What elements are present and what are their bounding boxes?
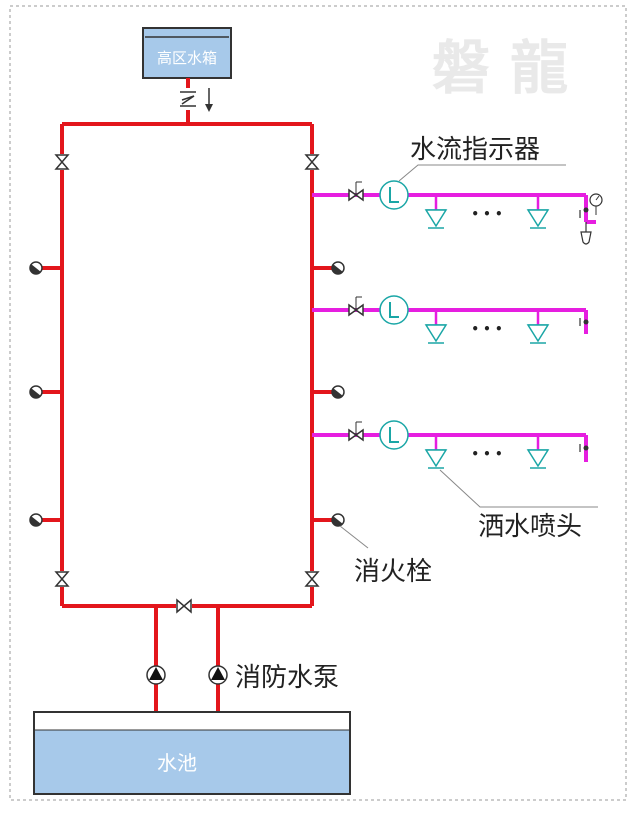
diagram-frame <box>9 5 627 801</box>
sprinkler-ellipsis: • • • <box>471 322 502 336</box>
gate-valve-icon <box>304 571 320 587</box>
water-pool <box>33 711 351 795</box>
hydrant-icon <box>331 385 345 399</box>
pump-icon <box>146 665 166 685</box>
sprinkler-head-icon <box>526 449 550 469</box>
hydrant-label: 消火栓 <box>354 557 432 587</box>
sprinkler-ellipsis: • • • <box>471 207 502 221</box>
sprinkler-ellipsis: • • • <box>471 447 502 461</box>
sprinkler-head-icon <box>424 324 448 344</box>
gate-valve-icon <box>176 598 192 614</box>
water-pool-label: 水池 <box>157 751 197 775</box>
pump-label: 消防水泵 <box>235 663 339 693</box>
sprinkler-head-icon <box>526 324 550 344</box>
roof-tank-label: 高区水箱 <box>157 49 217 67</box>
gate-valve-icon <box>348 421 364 442</box>
sprinkler-head-icon <box>424 209 448 229</box>
sprinkler-label: 洒水喷头 <box>478 512 582 542</box>
gate-valve-icon <box>348 181 364 202</box>
watermark-text: 磐 龍 <box>432 34 568 102</box>
gate-valve-icon <box>348 296 364 317</box>
leader-lines <box>339 164 598 549</box>
sprinkler-branch: • • • <box>312 420 589 469</box>
sprinkler-branch: • • • <box>312 295 589 344</box>
gate-valve-icon <box>304 154 320 170</box>
hydrant-icon <box>331 261 345 275</box>
flow-indicator-icon <box>379 180 409 210</box>
drain-valve-icon <box>579 207 592 245</box>
hydrant-icon <box>331 513 345 527</box>
hydrant-icon <box>29 385 43 399</box>
drain-valve-icon <box>579 318 589 326</box>
pump-icon <box>208 665 228 685</box>
flow-indicator-icon <box>379 295 409 325</box>
pressure-gauge-icon <box>589 193 603 215</box>
sprinkler-head-icon <box>424 449 448 469</box>
hydrant-icon <box>29 261 43 275</box>
drain-valve-icon <box>579 444 589 452</box>
flow-indicator-label: 水流指示器 <box>410 135 540 165</box>
check-valve-icon <box>180 88 213 112</box>
flow-indicator-icon <box>379 420 409 450</box>
gate-valve-icon <box>54 571 70 587</box>
sprinkler-head-icon <box>526 209 550 229</box>
hydrant-icon <box>29 513 43 527</box>
sprinkler-branch: • • • <box>312 180 603 245</box>
gate-valve-icon <box>54 154 70 170</box>
main-pipe-loop <box>40 78 334 712</box>
